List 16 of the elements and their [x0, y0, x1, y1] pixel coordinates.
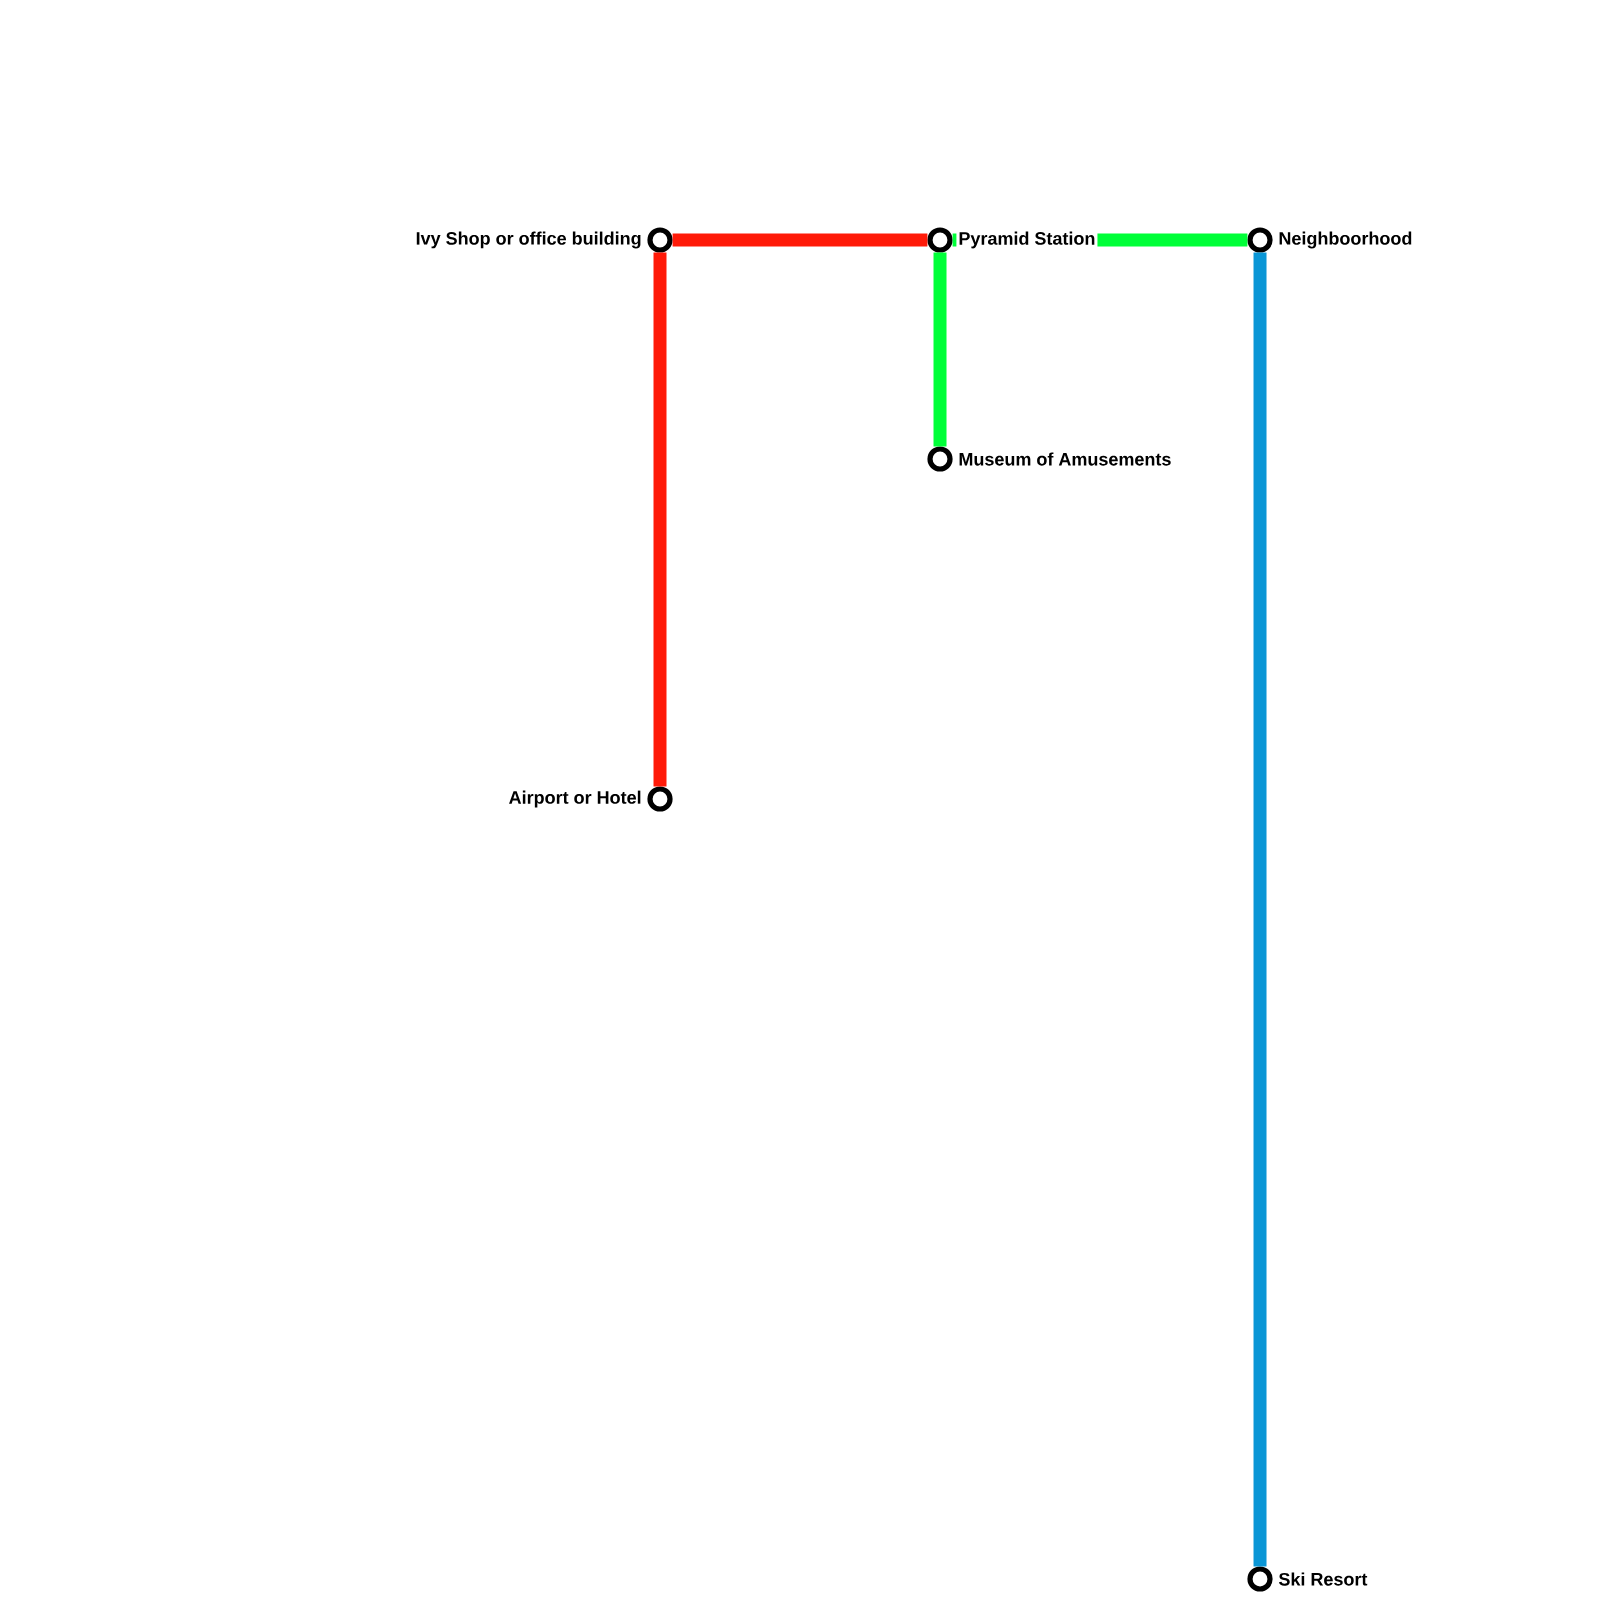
- station-circle: [927, 227, 953, 253]
- station-circle: [927, 446, 953, 472]
- station-label: Ivy Shop or office building: [413, 229, 644, 251]
- station-label: Pyramid Station: [956, 229, 1098, 251]
- station-circle: [647, 227, 673, 253]
- station-label: Museum of Amusements: [956, 450, 1174, 468]
- station-circle: [1247, 227, 1273, 253]
- station-circle: [647, 786, 673, 812]
- transit-line: [1253, 252, 1267, 1567]
- station-circle: [1247, 1566, 1273, 1592]
- station-label: Airport or Hotel: [506, 788, 644, 810]
- transit-line: [653, 252, 667, 787]
- station-label: Neighboorhood: [1276, 229, 1415, 251]
- station-label: Ski Resort: [1276, 1570, 1370, 1588]
- transit-line: [672, 233, 928, 247]
- transit-line: [933, 252, 947, 447]
